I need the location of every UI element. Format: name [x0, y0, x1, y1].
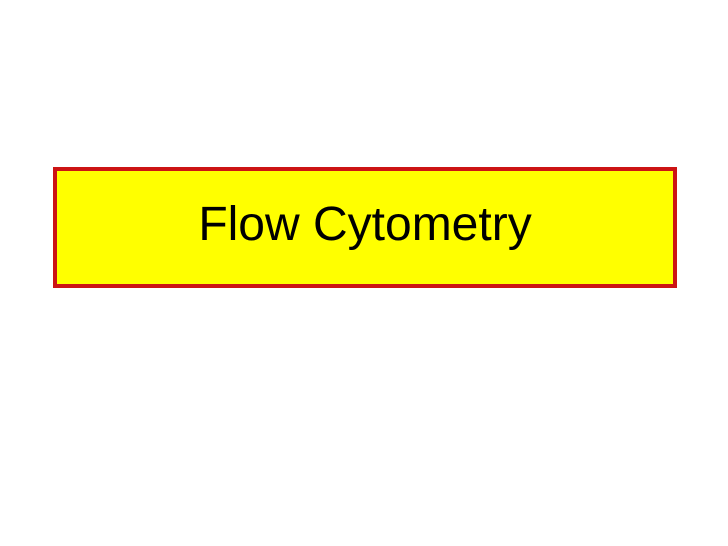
slide-title: Flow Cytometry: [198, 198, 532, 251]
slide-title-box: Flow Cytometry: [53, 167, 677, 288]
